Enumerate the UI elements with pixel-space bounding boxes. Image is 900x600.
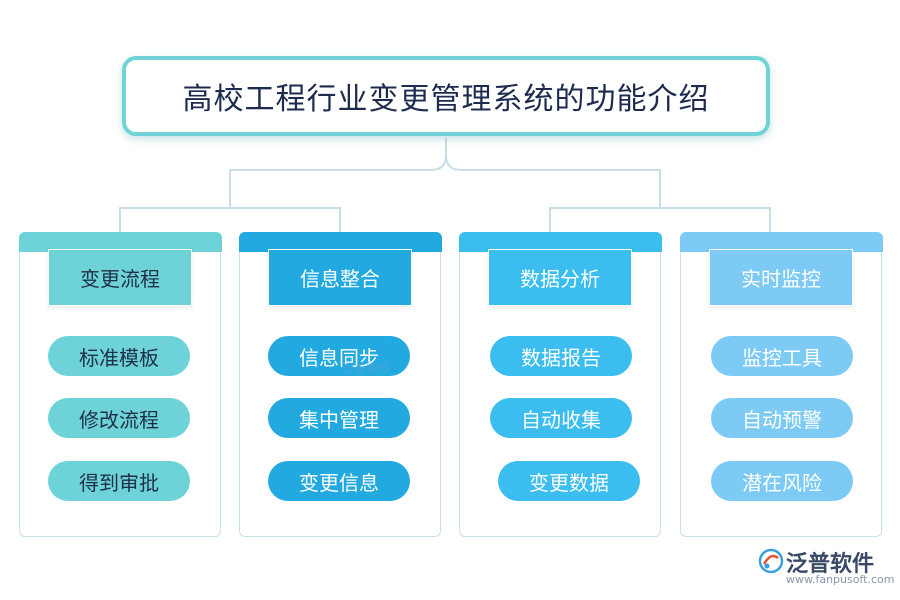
- feature-item: 变更信息: [268, 461, 410, 501]
- feature-item: 监控工具: [711, 336, 853, 376]
- feature-item: 自动收集: [490, 398, 632, 438]
- page-title: 高校工程行业变更管理系统的功能介绍: [182, 82, 710, 117]
- column-header-bar: [679, 231, 883, 252]
- column-realtime-monitoring: 实时监控 监控工具 自动预警 潜在风险: [679, 231, 883, 537]
- feature-item: 修改流程: [48, 398, 190, 438]
- column-change-process: 变更流程 标准模板 修改流程 得到审批: [18, 231, 222, 537]
- column-header: 数据分析: [488, 249, 632, 306]
- brand-logo: 泛普软件 www.fanpusoft.com: [758, 546, 894, 590]
- column-info-integration: 信息整合 信息同步 集中管理 变更信息: [238, 231, 442, 537]
- feature-item: 潜在风险: [711, 461, 853, 501]
- feature-item: 标准模板: [48, 336, 190, 376]
- column-header-bar: [238, 231, 442, 252]
- logo-url: www.fanpusoft.com: [786, 573, 895, 586]
- column-header: 变更流程: [48, 249, 192, 306]
- watermark: 泛普软件: [342, 362, 391, 376]
- title-box: 高校工程行业变更管理系统的功能介绍: [122, 56, 770, 136]
- column-header: 信息整合: [268, 249, 412, 306]
- column-header: 实时监控: [709, 249, 853, 306]
- logo-name: 泛普软件: [786, 552, 875, 577]
- feature-item: 得到审批: [48, 461, 190, 501]
- feature-item: 信息同步: [268, 336, 410, 376]
- column-data-analysis: 数据分析 数据报告 自动收集 变更数据: [458, 231, 662, 537]
- column-header-bar: [458, 231, 662, 252]
- feature-item: 集中管理: [268, 398, 410, 438]
- feature-item: 自动预警: [711, 398, 853, 438]
- logo-icon: [758, 548, 784, 574]
- feature-item: 数据报告: [490, 336, 632, 376]
- feature-item: 变更数据: [498, 461, 640, 501]
- column-header-bar: [18, 231, 222, 252]
